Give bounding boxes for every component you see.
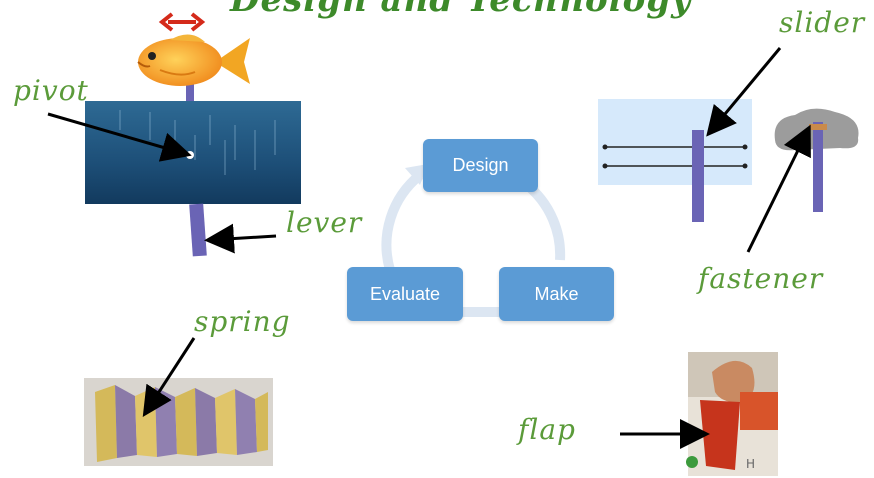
evaluate-box: Evaluate <box>347 267 463 321</box>
design-box: Design <box>423 139 538 192</box>
double-arrow-icon <box>158 12 206 32</box>
svg-text:H: H <box>746 457 755 471</box>
pointer-arrows <box>47 47 811 449</box>
slider-illustration <box>598 99 752 222</box>
page-title: Design and Technology <box>230 0 692 20</box>
label-slider: slider <box>779 6 866 39</box>
fastener-illustration <box>774 108 859 212</box>
label-flap: flap <box>518 413 576 446</box>
lever-illustration <box>85 12 301 257</box>
label-fastener: fastener <box>698 262 824 295</box>
label-pivot: pivot <box>13 74 89 107</box>
fish-icon <box>137 34 250 86</box>
spring-illustration <box>84 378 273 466</box>
label-spring: spring <box>194 305 291 338</box>
label-lever: lever <box>286 206 363 239</box>
flap-illustration: H <box>686 352 778 476</box>
make-box: Make <box>499 267 614 321</box>
